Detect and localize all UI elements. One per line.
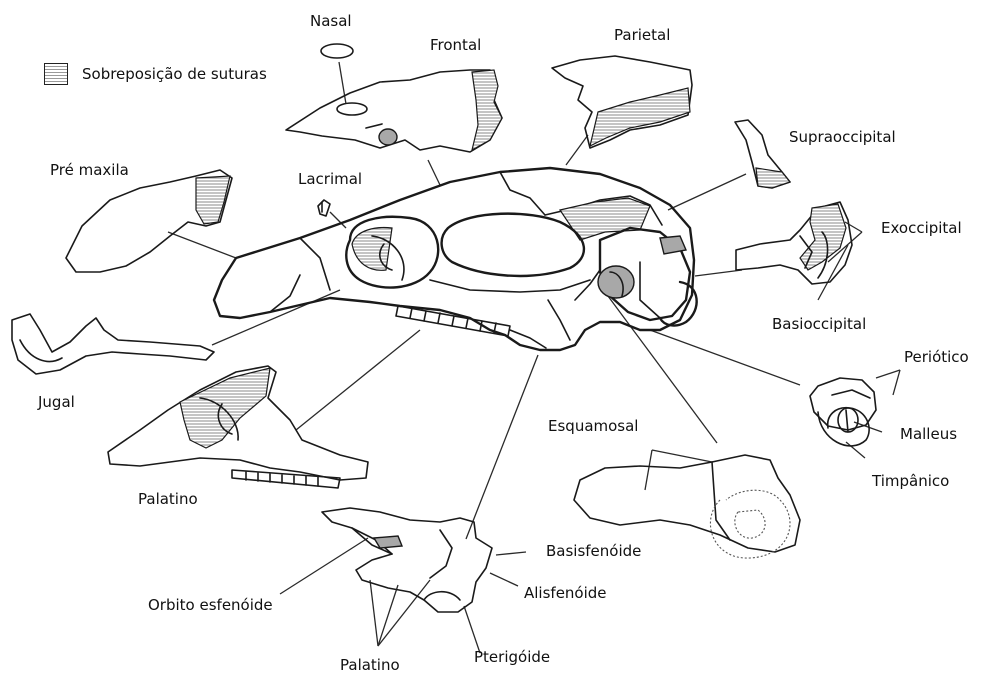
label-alisfenoide: Alisfenóide xyxy=(524,584,607,602)
label-palatino-left: Palatino xyxy=(138,490,198,508)
parietal-bone xyxy=(552,56,692,148)
frontal-bone xyxy=(286,70,502,152)
leader-supraoccipital xyxy=(668,174,746,210)
leader-parietal xyxy=(566,135,588,165)
leader-esquamosal-3 xyxy=(652,450,712,462)
label-basioccipital: Basioccipital xyxy=(772,315,866,333)
leader-palatino-left xyxy=(296,330,420,430)
leader-esquamosal-2 xyxy=(645,450,652,490)
sphenoid-complex xyxy=(322,508,492,612)
pre-maxila-bone xyxy=(66,170,232,272)
label-frontal: Frontal xyxy=(430,36,481,54)
label-nasal: Nasal xyxy=(310,12,352,30)
leader-pre-maxila xyxy=(168,232,236,258)
label-exoccipital: Exoccipital xyxy=(881,219,962,237)
leader-frontal xyxy=(428,160,440,185)
nasal-bone xyxy=(321,44,353,58)
leader-alisfenoide xyxy=(490,573,518,586)
label-timpanico: Timpânico xyxy=(872,472,949,490)
label-pterigoide: Pterigóide xyxy=(474,648,550,666)
leader-basioccipital-2 xyxy=(695,270,742,276)
main-skull xyxy=(214,168,697,350)
label-basisfenoide: Basisfenóide xyxy=(546,542,641,560)
label-parietal: Parietal xyxy=(614,26,670,44)
palatino-bone xyxy=(108,366,368,488)
exoccipital-bone xyxy=(736,202,852,284)
label-esquamosal: Esquamosal xyxy=(548,417,638,435)
label-lacrimal: Lacrimal xyxy=(298,170,362,188)
leader-exoccipital-1 xyxy=(845,222,862,232)
label-orbito-esfenoide: Orbito esfenóide xyxy=(148,596,273,614)
leader-orbito-esfenoide xyxy=(280,538,368,594)
leader-orbito-skull xyxy=(466,355,538,539)
leader-palatino-3 xyxy=(378,580,430,646)
leader-periotico-1 xyxy=(876,370,900,378)
ear-bones xyxy=(810,378,876,446)
label-palatino-bottom: Palatino xyxy=(340,656,400,674)
label-jugal: Jugal xyxy=(38,393,75,411)
jugal-bone xyxy=(12,314,214,374)
lacrimal-bone xyxy=(318,200,330,216)
leader-basisfenoide xyxy=(496,552,526,555)
leader-timpanico xyxy=(846,442,865,458)
leader-periotico-2 xyxy=(893,370,900,395)
supraoccipital-bone xyxy=(735,120,790,188)
legend-label: Sobreposição de suturas xyxy=(82,65,267,83)
legend-hatch-swatch xyxy=(44,63,68,85)
leader-palatino-2 xyxy=(378,585,398,646)
leader-lines xyxy=(168,62,900,653)
label-periotico: Periótico xyxy=(904,348,969,366)
label-malleus: Malleus xyxy=(900,425,957,443)
label-supraoccipital: Supraoccipital xyxy=(789,128,896,146)
leader-timpanico-skull xyxy=(650,330,800,385)
label-pre-maxila: Pré maxila xyxy=(50,161,129,179)
leader-palatino-1 xyxy=(370,580,378,646)
leader-pterigoide xyxy=(464,606,480,653)
